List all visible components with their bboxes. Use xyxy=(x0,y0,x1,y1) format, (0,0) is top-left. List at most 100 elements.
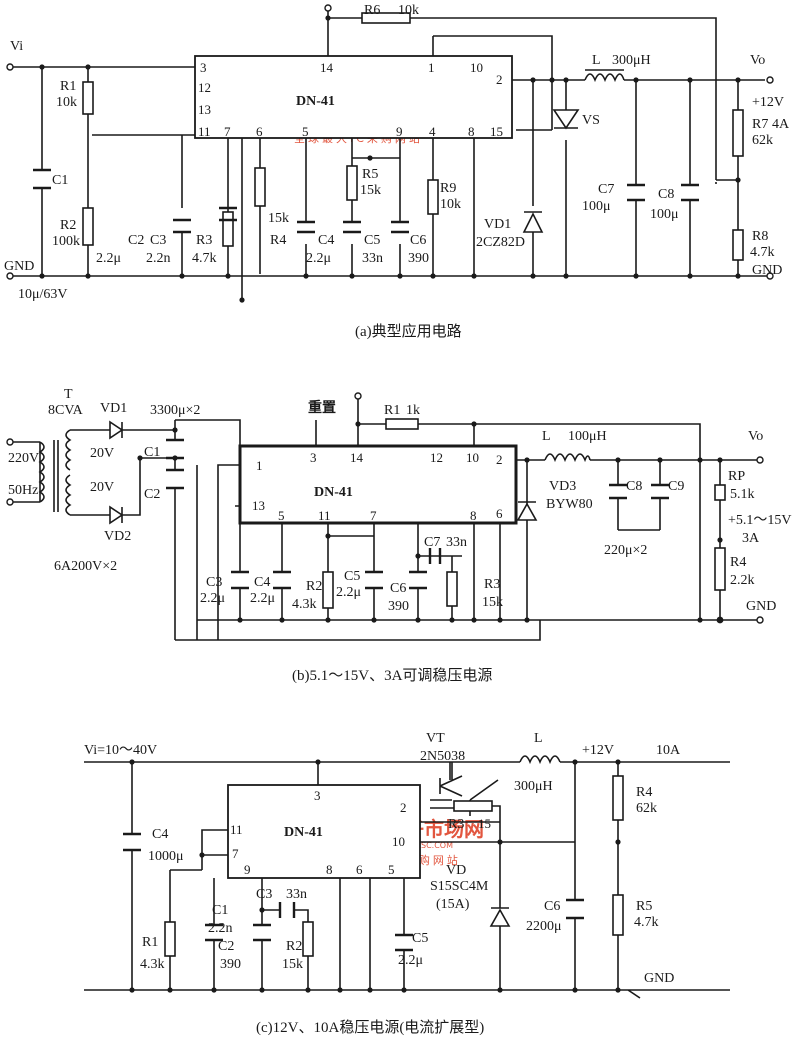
label-c7: C7 xyxy=(598,182,614,197)
resistor-r1-c xyxy=(164,921,176,957)
label-gnd-left: GND xyxy=(4,259,34,274)
pin-5-b: 5 xyxy=(278,508,285,523)
capacitor-c5-b xyxy=(365,570,383,590)
label-c4-value: 2.2μ xyxy=(306,251,331,266)
label-c3-c-value: 33n xyxy=(286,887,307,902)
label-4a: 4A xyxy=(772,117,790,132)
label-c7-b-value: 33n xyxy=(446,535,467,550)
label-vs: VS xyxy=(582,113,600,128)
label-r1: R1 xyxy=(60,79,76,94)
label-r4-15k: 15k xyxy=(268,211,289,226)
label-r4-b-value: 2.2k xyxy=(730,573,755,588)
pin-8: 8 xyxy=(468,124,475,139)
label-r1-b-value: 1k xyxy=(406,403,420,418)
label-r5-c: R5 xyxy=(636,899,652,914)
pin-7-c: 7 xyxy=(232,846,239,861)
label-c4-c: C4 xyxy=(152,827,168,842)
label-vd-rating: 6A200V×2 xyxy=(54,559,117,574)
inductor-l-c xyxy=(519,755,561,765)
resistor-r3 xyxy=(222,211,234,247)
label-r2-c-value: 15k xyxy=(282,957,303,972)
pin-12-b: 12 xyxy=(430,450,443,465)
label-vd-current: (15A) xyxy=(436,897,470,912)
pin-2-b: 2 xyxy=(496,452,503,467)
caption-b: (b)5.1～15V、3A可调稳压电源 xyxy=(292,667,492,684)
label-vt: VT xyxy=(426,731,445,746)
label-r3: R3 xyxy=(196,233,212,248)
label-c8-value: 100μ xyxy=(650,207,679,222)
capacitor-c6 xyxy=(391,220,409,234)
capacitor-c8-b xyxy=(609,483,627,500)
pin-13-b: 13 xyxy=(252,498,265,513)
capacitor-c5-c xyxy=(395,933,413,952)
label-plus12v-c: +12V xyxy=(582,743,614,758)
chip-label-b: DN-41 xyxy=(314,485,353,500)
label-vd: VD xyxy=(446,863,466,878)
label-c4-c-value: 1000μ xyxy=(148,849,184,864)
capacitor-c7-b xyxy=(428,548,442,564)
label-r2-value: 100k xyxy=(52,234,80,249)
pin-1: 1 xyxy=(428,60,435,75)
pin-14: 14 xyxy=(320,60,334,75)
label-r1-c: R1 xyxy=(142,935,158,950)
capacitor-c4-b xyxy=(273,570,291,590)
label-vd3-value: BYW80 xyxy=(546,497,593,512)
label-vout-range: +5.1～15V xyxy=(728,513,792,528)
diode-vd1-b xyxy=(109,420,124,440)
chip-label-c: DN-41 xyxy=(284,825,323,840)
capacitor-c2 xyxy=(173,218,191,234)
resistor-r2-c xyxy=(302,921,314,957)
potentiometer-rp xyxy=(714,484,726,501)
circuit-c: Vi=10～40V VT 2N5038 L +12V 10A 300μH R3 … xyxy=(84,731,730,1036)
capacitor-c3-b xyxy=(231,570,249,590)
capacitor-c4-c xyxy=(123,832,141,852)
transistor-vt xyxy=(439,762,463,797)
label-vd-value: S15SC4M xyxy=(430,879,489,894)
pin-10: 10 xyxy=(470,60,483,75)
label-c6: C6 xyxy=(410,233,426,248)
resistor-r3-c xyxy=(453,800,493,812)
label-10a: 10A xyxy=(656,743,681,758)
label-r8: R8 xyxy=(752,229,768,244)
resistor-r1 xyxy=(82,81,94,115)
label-vo-b: Vo xyxy=(748,429,763,444)
label-c1-c: C1 xyxy=(212,903,228,918)
label-l-c: L xyxy=(534,731,543,746)
capacitor-c1-c xyxy=(205,923,223,942)
label-t-value: 8CVA xyxy=(48,403,84,418)
label-r4-c: R4 xyxy=(636,785,652,800)
label-c3-c: C3 xyxy=(256,887,272,902)
label-r4: R4 xyxy=(270,233,286,248)
pin-2-c: 2 xyxy=(400,800,407,815)
capacitor-c2-c xyxy=(253,923,271,942)
pin-13: 13 xyxy=(198,102,211,117)
caption-c: (c)12V、10A稳压电源(电流扩展型) xyxy=(256,1019,484,1036)
label-vd1-b: VD1 xyxy=(100,401,127,416)
label-r6: R6 xyxy=(364,3,380,18)
pin-9-c: 9 xyxy=(244,862,251,877)
pin-7: 7 xyxy=(224,124,231,139)
label-r2-b: R2 xyxy=(306,579,322,594)
label-c5-b-value: 2.2μ xyxy=(336,585,361,600)
label-r7-value: 62k xyxy=(752,133,773,148)
capacitor-c6-c xyxy=(566,898,584,920)
label-c1-b: C1 xyxy=(144,445,160,460)
label-c5-b: C5 xyxy=(344,569,360,584)
label-r9-value: 10k xyxy=(440,197,461,212)
label-r4-c-value: 62k xyxy=(636,801,657,816)
pin-11: 11 xyxy=(198,124,211,139)
label-c3-b-value: 2.2μ xyxy=(200,591,225,606)
pin-15-c: 15 xyxy=(478,816,491,831)
dn41-chip-b xyxy=(238,444,518,525)
label-c9-b: C9 xyxy=(668,479,684,494)
capacitor-c6-b xyxy=(409,570,427,590)
capacitor-c3 xyxy=(219,206,237,222)
label-c6-c: C6 xyxy=(544,899,560,914)
label-t: T xyxy=(64,387,73,402)
label-r3-c: R3 xyxy=(448,817,464,832)
dn41-chip-a xyxy=(194,55,513,139)
label-vo: Vo xyxy=(750,53,765,68)
label-r3-b-value: 15k xyxy=(482,595,503,610)
